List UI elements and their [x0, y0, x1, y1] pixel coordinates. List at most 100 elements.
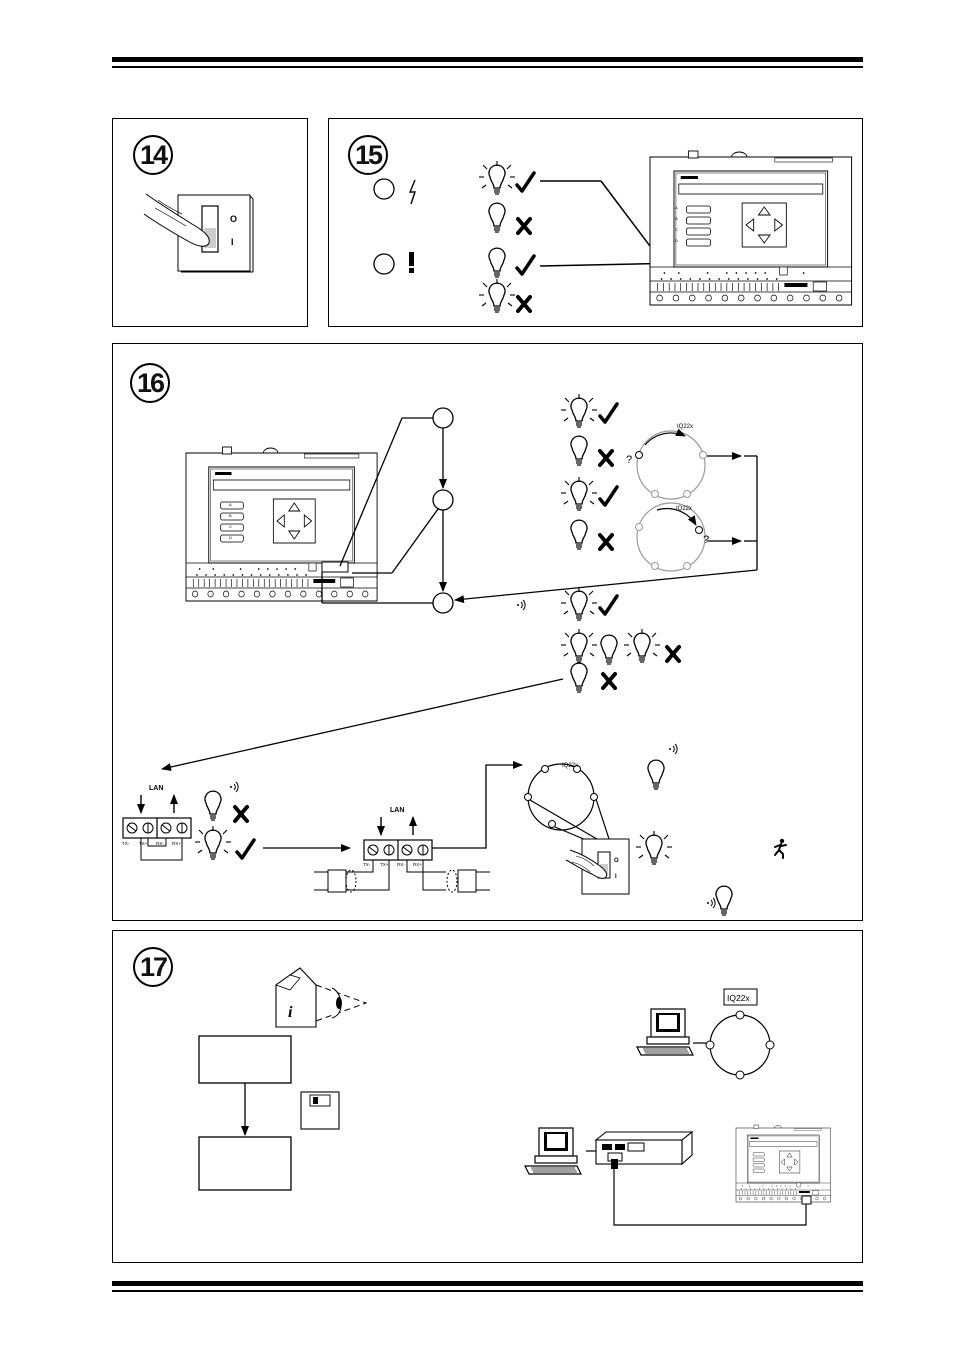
term-tx-plus: TX+: [139, 841, 148, 846]
check-icon: [598, 485, 619, 507]
cross-icon: [516, 217, 532, 235]
hand-14: [143, 193, 210, 247]
lan-label-left: LAN: [149, 785, 163, 792]
bulb-off-icon: [488, 247, 506, 278]
term-tx-minus-2: TX-: [363, 862, 371, 867]
bottom-rule-thick: [112, 1281, 863, 1286]
unknown-mark: ?: [626, 454, 632, 466]
panel-step-17: [112, 930, 863, 1263]
bulb-off-icon: [600, 634, 618, 665]
bulb-off-icon: [204, 790, 222, 821]
panel-step-16: [112, 343, 863, 921]
controller-unit-16: [185, 446, 378, 602]
bulb-lit-icon: [561, 587, 597, 620]
switch-off-label-16: O: [614, 858, 619, 864]
cross-icon: [598, 533, 614, 551]
bulb-lit-icon: [624, 629, 660, 662]
sound-icon: [706, 897, 716, 909]
term-rx-minus-2: RX-: [397, 862, 405, 867]
network-ring-4: [705, 1010, 775, 1080]
key-d-16: D: [229, 535, 232, 540]
lightning-icon: [408, 179, 416, 205]
bulb-lit-icon: [479, 279, 515, 312]
lan-label-middle: LAN: [390, 807, 404, 814]
exclamation-icon: [409, 252, 414, 273]
bulb-off-icon: [570, 662, 588, 693]
key-d: D: [675, 238, 678, 243]
cross-icon: [665, 645, 681, 663]
controller-unit-15: [649, 150, 853, 306]
bulb-lit-icon: [479, 161, 515, 194]
switch-off-label: O: [230, 214, 237, 224]
controller-unit-17: [735, 1124, 831, 1203]
step-number-17: 17: [133, 947, 173, 987]
ring-label-3: IQ22x: [562, 763, 578, 769]
ring-label-4: IQ22x: [727, 993, 750, 1003]
lan-terminal-middle: [314, 839, 490, 893]
cross-icon: [233, 805, 249, 823]
bottom-rule-thin: [112, 1290, 863, 1292]
sound-icon: [229, 781, 239, 793]
unknown-mark-2: ?: [703, 534, 709, 546]
top-rule-thick: [112, 57, 863, 62]
key-c: C: [675, 227, 678, 232]
step-box-lower: [198, 1136, 292, 1191]
key-a-16: A: [229, 502, 232, 507]
cross-icon: [601, 672, 617, 690]
key-c-16: C: [229, 524, 232, 529]
led-circle-1: [432, 407, 454, 429]
led-circle-3: [432, 592, 454, 614]
bulb-lit-icon: [195, 826, 231, 859]
network-ring-1: [635, 428, 707, 500]
bulb-off-icon: [570, 519, 588, 550]
led-circle-2: [432, 489, 454, 511]
svg-text:i: i: [288, 1004, 293, 1021]
step-number-16: 16: [130, 363, 170, 403]
key-b-16: B: [229, 513, 232, 518]
term-tx-plus-2: TX+: [380, 862, 389, 867]
key-a: A: [675, 205, 678, 210]
bulb-lit-icon: [561, 629, 597, 662]
term-tx-minus: TX-: [122, 841, 130, 846]
power-led-indicator: [373, 178, 395, 200]
eye-icon: [315, 984, 368, 1022]
running-man-icon: [774, 838, 787, 859]
cross-icon: [598, 449, 614, 467]
bulb-lit-icon: [561, 477, 597, 510]
sound-icon: [668, 743, 678, 755]
bulb-lit-icon: [636, 831, 672, 864]
bulb-off-icon: [488, 202, 506, 233]
cross-icon: [516, 295, 532, 313]
step-number-14: 14: [133, 135, 173, 175]
switch-on-label: I: [231, 237, 234, 247]
check-icon: [515, 171, 536, 193]
manual-info-icon: i: [275, 967, 317, 1028]
step-box-upper: [198, 1035, 292, 1084]
key-b: B: [675, 216, 678, 221]
check-icon: [598, 402, 619, 424]
sound-icon: [516, 599, 526, 611]
ring-label-box: [723, 988, 758, 1006]
ring-label-1: IQ22x: [677, 424, 693, 430]
ring-label-2: IQ22x: [676, 506, 692, 512]
check-icon: [235, 838, 256, 860]
floppy-disk-icon: [300, 1091, 340, 1130]
fault-led-indicator: [373, 253, 395, 275]
top-rule-thin: [112, 66, 863, 68]
bulb-lit-icon: [561, 394, 597, 427]
bulb-off-icon: [570, 435, 588, 466]
term-rx-plus: RX+: [172, 841, 181, 846]
modem-icon: [594, 1130, 694, 1166]
check-icon: [515, 254, 536, 276]
computer-icon: [636, 1008, 694, 1056]
bulb-off-icon: [647, 759, 665, 790]
term-rx-plus-2: RX+: [413, 862, 422, 867]
switch-on-label-16: I: [615, 874, 617, 880]
term-rx-minus: RX-: [156, 841, 164, 846]
network-ring-2: [635, 502, 706, 572]
computer-icon: [524, 1127, 582, 1175]
lan-terminal-left: [122, 817, 192, 861]
network-ring-3: [524, 763, 598, 831]
step-number-15: 15: [348, 135, 388, 175]
